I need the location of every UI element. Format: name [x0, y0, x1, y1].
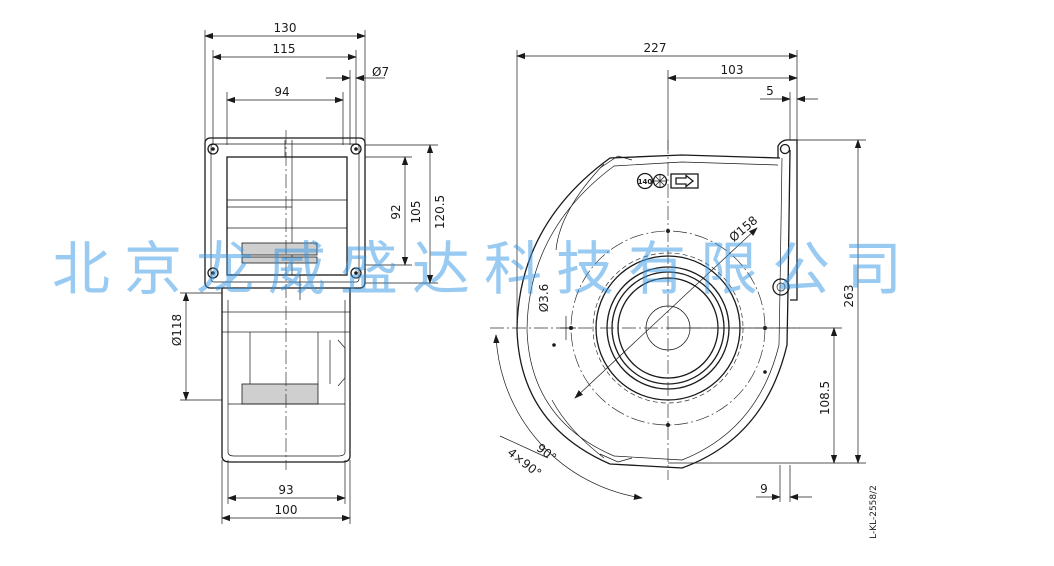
dim-93: 93 — [278, 483, 293, 497]
mounting-hole — [207, 267, 219, 279]
dim-diameter-7: Ø7 — [372, 65, 389, 79]
dim-120-5: 120.5 — [433, 195, 447, 229]
front-dimension-lines — [493, 52, 862, 501]
dim-94: 94 — [274, 85, 289, 99]
rotation-badge-text: 140 — [638, 178, 653, 186]
dim-263: 263 — [842, 285, 856, 308]
mounting-hole — [350, 143, 362, 155]
mounting-hole — [350, 267, 362, 279]
fan-symbol-icon — [652, 173, 668, 189]
dim-diameter-3-6: Ø3.6 — [537, 284, 551, 313]
bolt-hole — [552, 343, 556, 347]
mounting-hole — [207, 143, 219, 155]
motor-housing — [226, 140, 348, 300]
bolt-hole — [666, 423, 670, 427]
outlet-lug — [772, 139, 798, 301]
dim-103: 103 — [721, 63, 744, 77]
dim-227: 227 — [644, 41, 667, 55]
dim-108-5: 108.5 — [818, 381, 832, 415]
mounting-holes — [207, 143, 362, 279]
bolt-hole — [763, 370, 767, 374]
side-view: 130 115 Ø7 94 92 105 120.5 Ø118 93 100 — [170, 21, 447, 524]
dim-diameter-118: Ø118 — [170, 314, 184, 346]
dim-angle-90: 90° — [534, 441, 559, 465]
dim-9: 9 — [760, 482, 768, 496]
dim-130: 130 — [274, 21, 297, 35]
front-centerlines — [490, 140, 800, 480]
watermark: 北京龙威盛达科技有限公司 — [52, 235, 917, 303]
dim-115: 115 — [273, 42, 296, 56]
scroll-housing — [516, 149, 791, 469]
side-dimension-lines — [182, 32, 434, 522]
dim-92: 92 — [389, 204, 403, 219]
airflow-arrow-icon — [670, 173, 699, 189]
dim-5: 5 — [766, 84, 774, 98]
rotation-badge: 140 — [636, 172, 654, 190]
dim-100: 100 — [275, 503, 298, 517]
drawing-number: L-KL-2558/2 — [869, 485, 879, 539]
dim-105: 105 — [409, 201, 423, 224]
